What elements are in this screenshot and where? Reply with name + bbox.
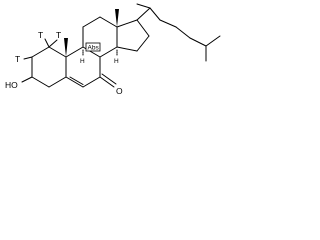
bond	[65, 76, 84, 88]
hydrogen-label: H	[80, 58, 85, 65]
ring-c	[82, 16, 118, 58]
stereo-hydrogens: H H	[80, 49, 119, 65]
ring-b	[65, 46, 101, 88]
ring-a	[31, 46, 67, 88]
bond	[99, 16, 118, 28]
double-bond	[69, 76, 84, 85]
bond	[21, 76, 33, 83]
bond	[48, 76, 67, 88]
bond	[136, 19, 150, 37]
molecule-drawing: O T T T HO H H Abs	[5, 3, 221, 96]
stereo-flag: Abs	[85, 42, 101, 52]
tritium-label: T	[15, 54, 20, 64]
wedge-bond	[64, 38, 68, 57]
bond	[99, 76, 115, 88]
bond	[23, 56, 33, 60]
bond	[116, 19, 138, 28]
bond	[116, 46, 138, 52]
bond	[99, 46, 118, 58]
tritium-label: T	[56, 30, 61, 40]
bond	[159, 19, 177, 28]
ketone-oxygen-label: O	[116, 86, 123, 96]
tritium-label: T	[38, 30, 43, 40]
bond	[82, 16, 101, 28]
bond	[48, 39, 58, 48]
bond	[31, 76, 50, 88]
hydrogen-label: H	[114, 58, 119, 65]
bond	[31, 46, 50, 58]
hydroxyl-group: HO	[5, 76, 33, 90]
bond	[136, 3, 151, 9]
structure-canvas: O T T T HO H H Abs	[0, 0, 226, 108]
side-chain	[64, 3, 221, 62]
bond	[101, 73, 117, 85]
tritium-substituents: T T T	[15, 30, 61, 64]
bond	[149, 7, 161, 21]
bond	[48, 46, 67, 58]
bond	[44, 38, 50, 48]
bond	[175, 26, 191, 39]
ring-d	[116, 19, 150, 52]
bond	[205, 35, 221, 47]
hydroxyl-label: HO	[5, 80, 18, 90]
bond	[82, 76, 101, 88]
ketone: O	[99, 73, 123, 96]
wedge-bond	[115, 9, 119, 27]
abs-box	[85, 42, 101, 52]
bond	[136, 7, 151, 21]
abs-label: Abs	[88, 45, 100, 52]
bond	[65, 46, 84, 58]
bond	[136, 35, 150, 52]
bond	[189, 37, 207, 47]
